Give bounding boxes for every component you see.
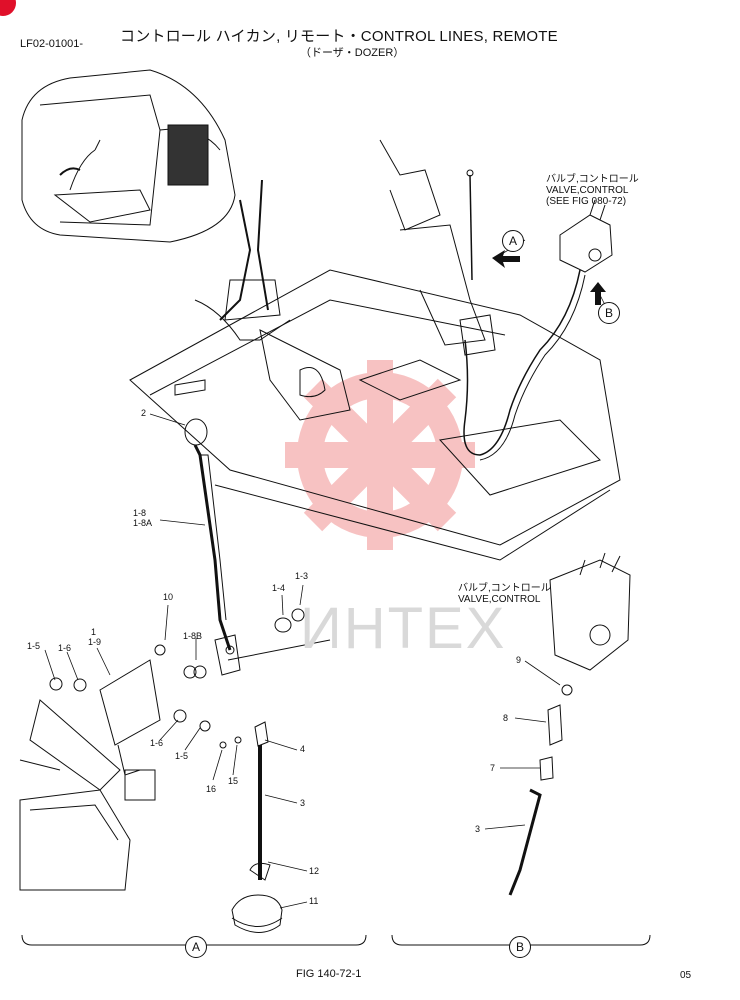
view-marker-a-bottom: A: [185, 936, 207, 958]
watermark-text: ИНТЕХ: [300, 596, 507, 661]
page-subtitle: （ドーザ・DOZER）: [300, 47, 405, 59]
part-number: 3: [300, 798, 306, 808]
left-levers: [194, 179, 351, 421]
part-number: 11: [309, 896, 319, 906]
part-number: 3: [475, 824, 481, 834]
corner-mark: [0, 0, 16, 16]
part-number: 1: [91, 627, 97, 637]
part-number: 1-8: [133, 508, 147, 518]
part-number: 1-9: [88, 637, 102, 647]
view-marker-b-bottom: B: [509, 936, 531, 958]
part-number: 16: [206, 784, 217, 794]
view-arrows: [492, 250, 606, 305]
part-number: 10: [163, 592, 174, 602]
machine-frame: [129, 269, 621, 561]
cab-inset-illustration: [21, 69, 236, 243]
page-number: 05: [680, 970, 692, 981]
part-number: 1-6: [58, 643, 72, 653]
right-levers: [379, 139, 496, 356]
part-number: 12: [309, 866, 320, 876]
cable-lower-assembly: [219, 721, 283, 933]
part-number: 1-8B: [183, 631, 203, 641]
part-number: 4: [300, 744, 306, 754]
valve-callout-bottom: バルブ,コントロール VALVE,CONTROL: [458, 583, 551, 605]
part-number: 1-8A: [133, 518, 153, 528]
page-title: コントロール ハイカン, リモート・CONTROL LINES, REMOTE: [120, 28, 558, 45]
part-number: 9: [516, 655, 522, 665]
lever-rod-assembly: [19, 418, 331, 891]
part-number: 8: [503, 713, 509, 723]
part-number: 1-3: [295, 571, 309, 581]
valve-callout-top: バルブ,コントロール VALVE,CONTROL (SEE FIG 080-72…: [546, 174, 639, 207]
part-number: 1-4: [272, 583, 286, 593]
part-number: 1-5: [175, 751, 189, 761]
part-number: 15: [228, 776, 239, 786]
view-marker-b-top: B: [598, 302, 620, 324]
part-number: 1-6: [150, 738, 164, 748]
part-number: 1-5: [27, 641, 41, 651]
watermark-gear: [285, 360, 475, 550]
part-number: 7: [490, 763, 496, 773]
view-marker-a-top: A: [502, 230, 524, 252]
leader-lines: [44, 239, 606, 909]
part-number: 2: [141, 408, 147, 418]
valve-control-top: [559, 199, 613, 273]
figure-number: FIG 140-72-1: [296, 968, 362, 980]
valve-control-bottom: [508, 552, 631, 896]
control-cable-run: [463, 269, 586, 461]
document-code: LF02-01001-: [20, 38, 83, 50]
